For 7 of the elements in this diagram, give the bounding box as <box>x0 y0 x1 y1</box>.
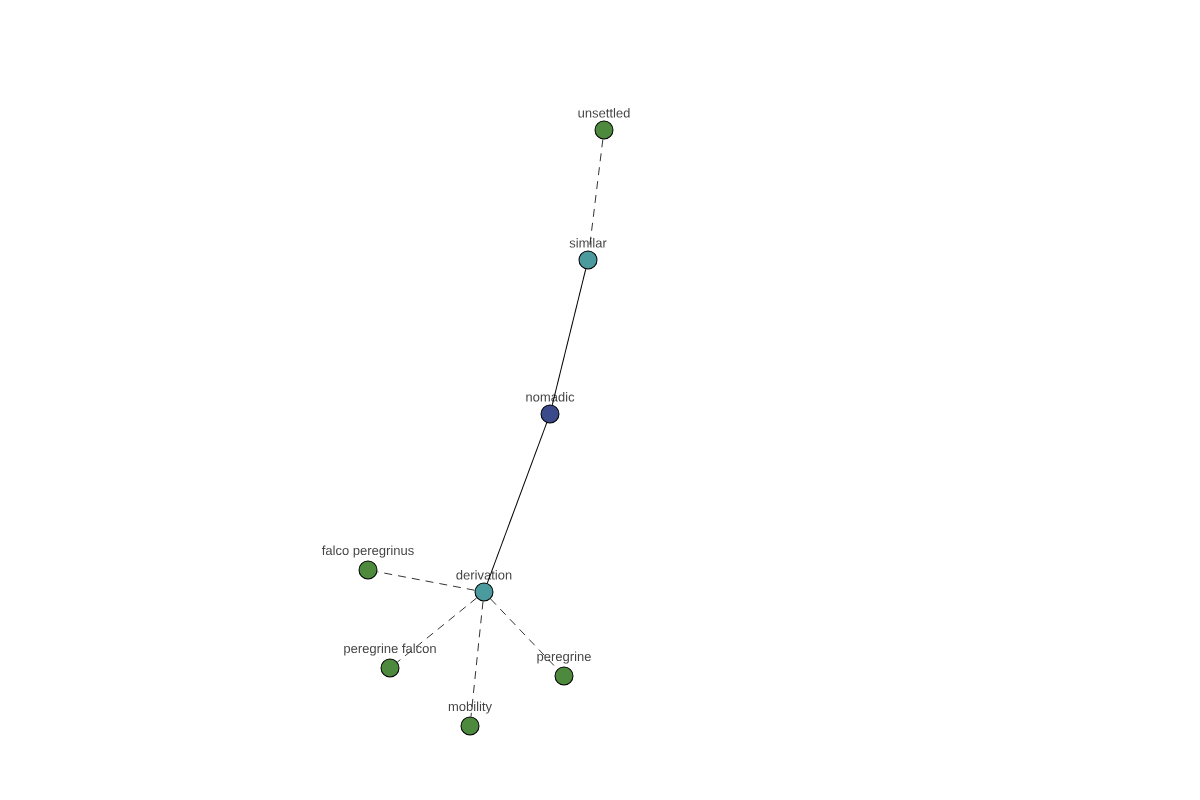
connector-line <box>490 598 558 670</box>
connector-line <box>551 268 587 406</box>
connector-line <box>588 139 604 251</box>
connector-line <box>397 597 477 663</box>
connector-line <box>470 601 484 717</box>
connector-line <box>376 571 476 591</box>
connector-line <box>486 422 548 584</box>
